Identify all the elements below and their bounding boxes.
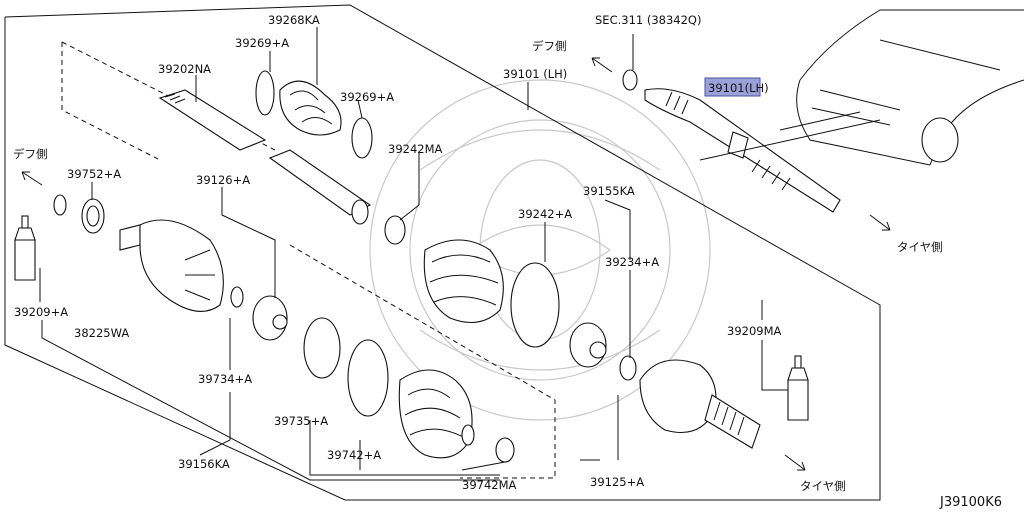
label-39126a[interactable]: 39126+A — [196, 173, 250, 187]
grease-tube-39209ma — [787, 355, 809, 421]
label-39242ma[interactable]: 39242MA — [388, 142, 443, 156]
snapring-39734a — [230, 286, 244, 308]
inner-race-39125a — [569, 322, 637, 381]
label-39752a[interactable]: 39752+A — [67, 167, 121, 181]
spider-39126a — [252, 295, 288, 341]
assembly-frame — [4, 4, 881, 501]
arrow-icon-tire-bottom — [784, 454, 806, 471]
label-tire-side-top: タイヤ側 — [897, 240, 943, 254]
arrow-icon-diff-top — [591, 57, 613, 73]
label-39101-lh[interactable]: 39101 (LH) — [503, 67, 567, 81]
part-labels: 39268KA 39269+A 39269+A 39202NA 39242MA … — [13, 13, 1002, 510]
label-39269a-right[interactable]: 39269+A — [340, 90, 394, 104]
label-39234a[interactable]: 39234+A — [605, 255, 659, 269]
label-39242a[interactable]: 39242+A — [518, 207, 572, 221]
label-39268ka[interactable]: 39268KA — [268, 13, 320, 27]
label-diff-side-top: デフ側 — [532, 39, 567, 53]
arrow-icon-diff-left — [21, 171, 43, 186]
leader-lines — [39, 27, 788, 481]
boot-39242 — [423, 239, 504, 324]
label-39209ma[interactable]: 39209MA — [727, 324, 782, 338]
housing-39126a — [119, 219, 224, 312]
part-highlight-box — [704, 77, 761, 97]
label-highlighted-part[interactable]: 39101(LH) — [708, 81, 769, 95]
band-39742a — [347, 339, 389, 417]
boot-lower — [398, 369, 475, 459]
label-39742ma[interactable]: 39742MA — [462, 478, 517, 492]
label-diff-side-left: デフ側 — [13, 147, 48, 161]
shaft-39202na — [158, 89, 372, 225]
ring-39735a — [303, 317, 341, 379]
grease-tube-39209a — [14, 215, 36, 281]
arrow-icon-tire-top — [869, 214, 891, 231]
label-39269a-top[interactable]: 39269+A — [235, 36, 289, 50]
label-39742a[interactable]: 39742+A — [327, 448, 381, 462]
boot-kit-dash-box — [289, 244, 556, 479]
band-39742ma — [495, 437, 515, 463]
label-39209a[interactable]: 39209+A — [14, 305, 68, 319]
diagram-code: J39100K6 — [939, 495, 1002, 510]
label-39156ka[interactable]: 39156KA — [178, 457, 230, 471]
seal-39752a — [53, 194, 105, 234]
label-38225wa[interactable]: 38225WA — [74, 326, 129, 340]
label-39125a[interactable]: 39125+A — [590, 475, 644, 489]
vehicle-illustration — [699, 9, 1024, 166]
label-tire-side-bottom: タイヤ側 — [800, 479, 846, 493]
watermark-emblem — [369, 79, 711, 421]
label-sec-ref[interactable]: SEC.311 (38342Q) — [595, 13, 701, 27]
label-39735a[interactable]: 39735+A — [274, 414, 328, 428]
label-39155ka[interactable]: 39155KA — [583, 184, 635, 198]
band-39242ma — [384, 215, 406, 245]
label-39734a[interactable]: 39734+A — [198, 372, 252, 386]
boot-39268ka — [255, 70, 373, 159]
label-39202na[interactable]: 39202NA — [158, 62, 211, 76]
band-39242a — [510, 262, 560, 348]
outer-joint-39125a — [639, 359, 761, 449]
